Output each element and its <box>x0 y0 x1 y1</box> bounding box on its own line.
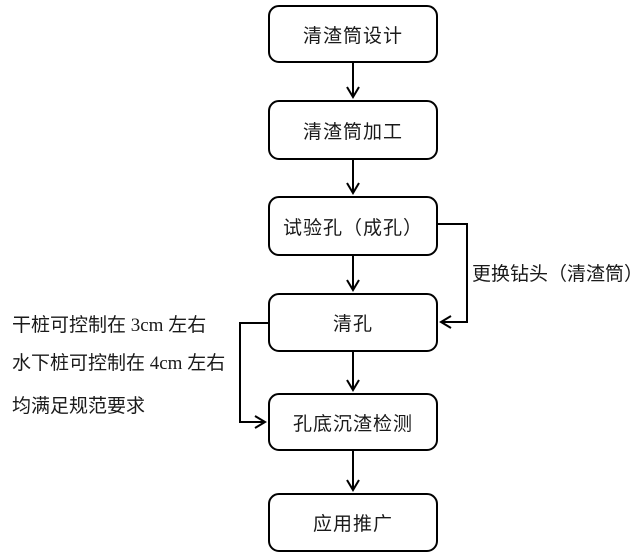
flow-node-hole-cleaning: 清孔 <box>268 293 438 352</box>
note-dry-pile: 干桩可控制在 3cm 左右 <box>12 315 207 336</box>
flow-node-hole-cleaning-label: 清孔 <box>332 314 373 335</box>
flow-node-application-label: 应用推广 <box>312 514 393 535</box>
bypass-arrow-left <box>239 322 268 429</box>
flow-node-fabrication: 清渣筒加工 <box>268 100 438 160</box>
note-meets-spec: 均满足规范要求 <box>12 396 146 417</box>
flow-node-application: 应用推广 <box>268 493 438 552</box>
loop-arrow-replace-drill <box>438 223 468 329</box>
flow-node-test-hole-label: 试验孔（成孔） <box>282 217 423 239</box>
flow-node-design: 清渣筒设计 <box>268 5 438 63</box>
flow-node-design-label: 清渣筒设计 <box>302 25 403 47</box>
flow-node-sediment-detection-label: 孔底沉渣检测 <box>292 413 413 435</box>
loop-annotation-replace-drill: 更换钻头（清渣筒） <box>472 264 644 285</box>
note-underwater-pile: 水下桩可控制在 4cm 左右 <box>12 353 226 374</box>
flow-node-test-hole: 试验孔（成孔） <box>268 196 438 256</box>
flow-node-sediment-detection: 孔底沉渣检测 <box>268 393 438 451</box>
flow-node-fabrication-label: 清渣筒加工 <box>302 121 403 143</box>
